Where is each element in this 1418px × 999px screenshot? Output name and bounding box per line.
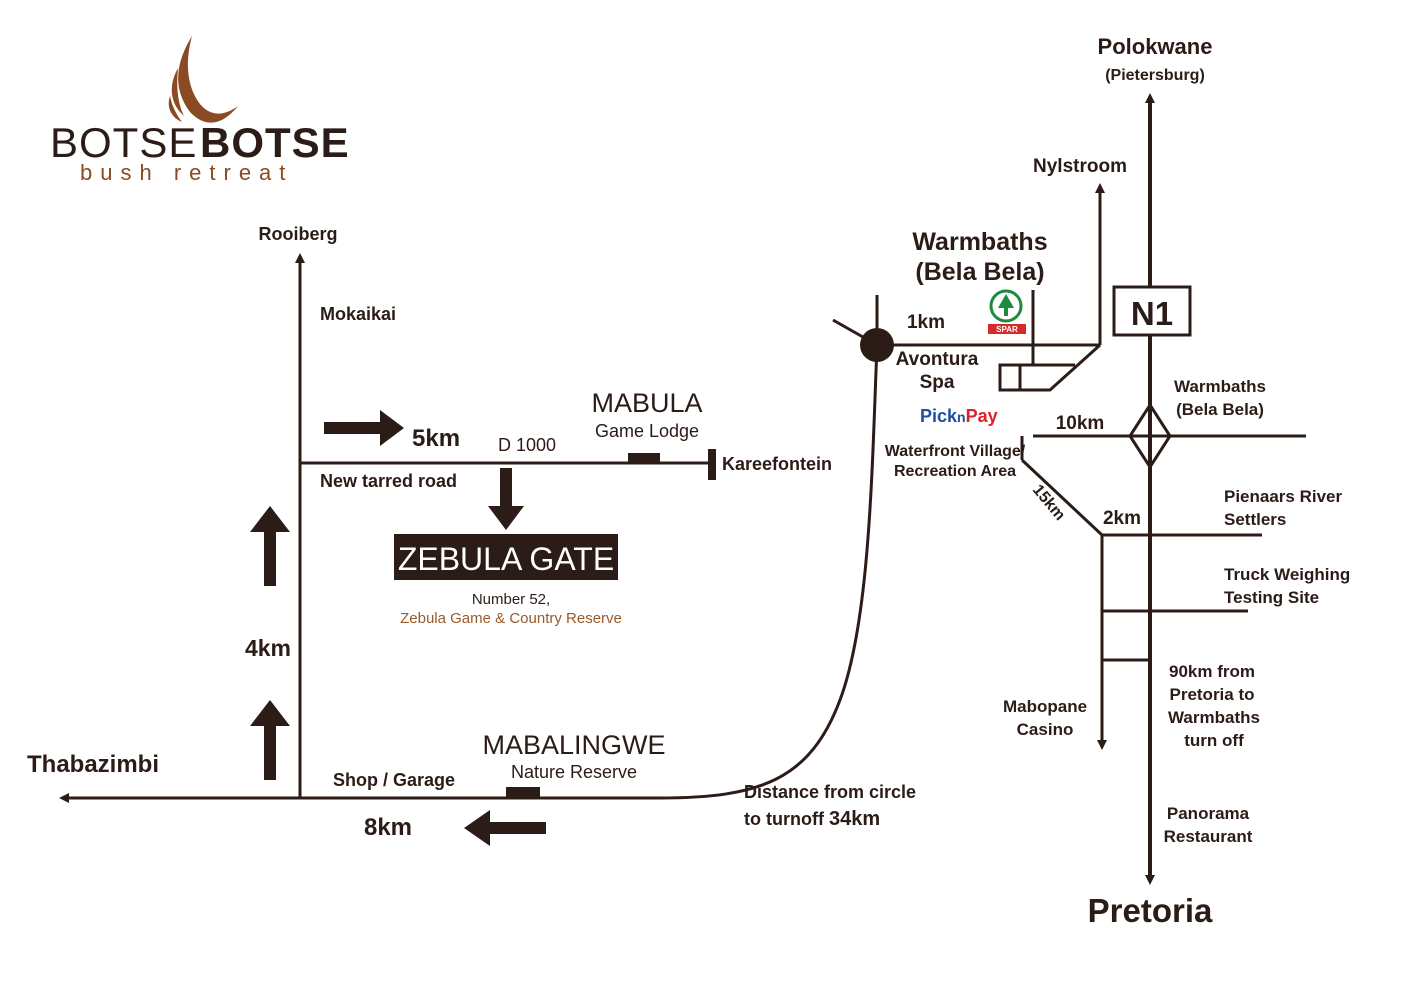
label-pienaars-2: Settlers xyxy=(1224,510,1286,529)
label-shop: Shop / Garage xyxy=(333,770,455,790)
label-waterfront-1: Waterfront Village/ xyxy=(885,443,1026,460)
label-mabula-sub: Game Lodge xyxy=(595,421,699,441)
botsebotse-logo: BOTSE BOTSE bush retreat xyxy=(50,36,350,185)
spar-label: SPAR xyxy=(996,325,1018,334)
label-truck-2: Testing Site xyxy=(1224,588,1319,607)
arrow-down-icon xyxy=(488,468,524,530)
label-pta-note-4: turn off xyxy=(1184,731,1244,750)
label-mabalingwe-sub: Nature Reserve xyxy=(511,762,637,782)
n1-shield: N1 xyxy=(1112,285,1192,337)
label-mokaikai: Mokaikai xyxy=(320,304,396,324)
label-pta-note-3: Warmbaths xyxy=(1168,708,1260,727)
label-pienaars-1: Pienaars River xyxy=(1224,487,1343,506)
label-waterfront-2: Recreation Area xyxy=(894,463,1016,480)
label-10km: 10km xyxy=(1056,413,1105,434)
label-d1000: D 1000 xyxy=(498,435,556,455)
label-2km: 2km xyxy=(1103,508,1141,529)
svg-text:PicknPay: PicknPay xyxy=(920,406,998,426)
label-warmbaths-right: Warmbaths xyxy=(1174,377,1266,396)
label-5km: 5km xyxy=(412,425,460,452)
zebula-gate-label: ZEBULA GATE xyxy=(398,541,614,577)
zebula-reserve: Zebula Game & Country Reserve xyxy=(400,610,622,627)
label-pta-note-1: 90km from xyxy=(1169,662,1255,681)
picknpay-n: n xyxy=(957,409,966,425)
label-kareefontein: Kareefontein xyxy=(722,454,832,474)
label-rooiberg: Rooiberg xyxy=(259,224,338,244)
label-nylstroom: Nylstroom xyxy=(1033,156,1127,177)
label-pretoria: Pretoria xyxy=(1088,892,1213,929)
label-polokwane: Polokwane xyxy=(1098,34,1213,59)
town-grid xyxy=(998,343,1102,392)
label-pta-note-2: Pretoria to xyxy=(1169,685,1254,704)
picknpay-logo: PicknPay xyxy=(920,406,998,426)
label-pietersburg: (Pietersburg) xyxy=(1105,67,1205,84)
traffic-circle xyxy=(860,328,894,362)
label-4km: 4km xyxy=(245,635,291,661)
logo-name-light: BOTSE xyxy=(50,119,197,166)
label-8km: 8km xyxy=(364,814,412,841)
direction-arrows xyxy=(250,410,546,846)
logo-tagline: bush retreat xyxy=(80,160,293,185)
spar-logo: SPAR xyxy=(988,289,1026,334)
label-15km: 15km xyxy=(1029,482,1068,524)
n1-label: N1 xyxy=(1131,295,1173,332)
flame-swirl-logo-icon xyxy=(168,36,238,123)
label-1km: 1km xyxy=(907,312,945,333)
arrow-up-icon xyxy=(250,506,290,586)
arrow-left-icon xyxy=(464,810,546,846)
label-circle-note-2: to turnoff 34km xyxy=(744,808,880,830)
arrow-up-icon-2 xyxy=(250,700,290,780)
roads xyxy=(59,93,1306,885)
label-circle-note-1: Distance from circle xyxy=(744,782,916,802)
label-avontura: Avontura xyxy=(896,349,979,370)
label-circle-note-2a: to turnoff xyxy=(744,809,829,829)
logo-name-bold: BOTSE xyxy=(200,119,350,166)
zebula-gate-box: ZEBULA GATE xyxy=(394,534,618,580)
road-15km-diag xyxy=(1020,458,1104,537)
label-mabalingwe: MABALINGWE xyxy=(482,730,665,760)
label-panorama-1: Panorama xyxy=(1167,804,1250,823)
road-circle-curve xyxy=(659,344,879,800)
label-circle-note-2b: 34km xyxy=(829,808,880,830)
label-spa: Spa xyxy=(920,372,955,393)
label-truck-1: Truck Weighing xyxy=(1224,565,1350,584)
label-bela-bela-title: (Bela Bela) xyxy=(915,258,1044,286)
arrow-right-icon xyxy=(324,410,404,446)
label-panorama-2: Restaurant xyxy=(1164,827,1253,846)
label-warmbaths-title: Warmbaths xyxy=(912,228,1047,256)
label-mabopane-2: Casino xyxy=(1017,720,1074,739)
label-bela-bela-right: (Bela Bela) xyxy=(1176,400,1264,419)
label-new-tarred: New tarred road xyxy=(320,471,457,491)
label-thabazimbi: Thabazimbi xyxy=(27,751,159,778)
picknpay-pay: Pay xyxy=(966,406,998,426)
label-mabopane-1: Mabopane xyxy=(1003,697,1087,716)
zebula-number: Number 52, xyxy=(472,591,550,608)
picknpay-pick: Pick xyxy=(920,406,958,426)
label-mabula: MABULA xyxy=(591,388,702,418)
